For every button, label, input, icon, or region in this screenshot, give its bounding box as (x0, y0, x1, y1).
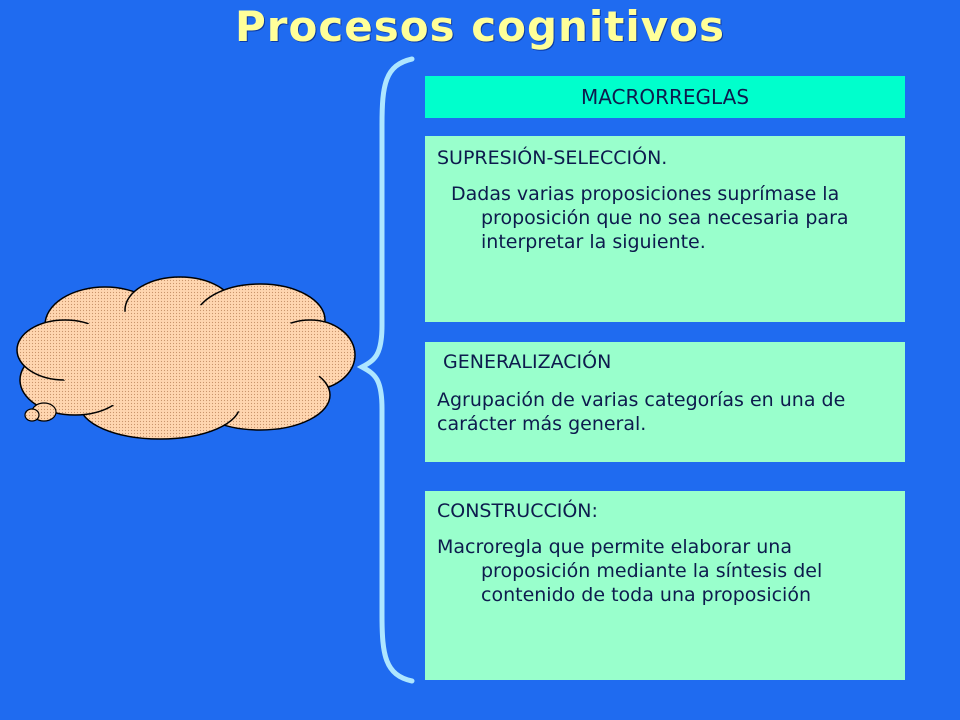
page-title: Procesos cognitivos (234, 2, 726, 51)
rule-title: CONSTRUCCIÓN: (437, 500, 598, 522)
rule-description: Agrupación de varias categorías en una d… (437, 389, 846, 435)
curly-brace-icon (356, 56, 415, 684)
rule-box-generalizacion: GENERALIZACIÓN Agrupación de varias cate… (425, 342, 905, 462)
rule-description: Dadas varias proposiciones suprímase la … (451, 183, 849, 253)
macrorreglas-header: MACRORREGLAS (425, 76, 905, 118)
rule-title: SUPRESIÓN-SELECCIÓN. (437, 147, 668, 169)
rule-description: Macroregla que permite elaborar una prop… (437, 536, 823, 606)
thought-cloud-icon (16, 276, 356, 440)
rule-box-construccion: CONSTRUCCIÓN: Macroregla que permite ela… (425, 491, 905, 680)
rule-title: GENERALIZACIÓN (443, 351, 612, 373)
rule-box-supresion-seleccion: SUPRESIÓN-SELECCIÓN. Dadas varias propos… (425, 136, 905, 322)
